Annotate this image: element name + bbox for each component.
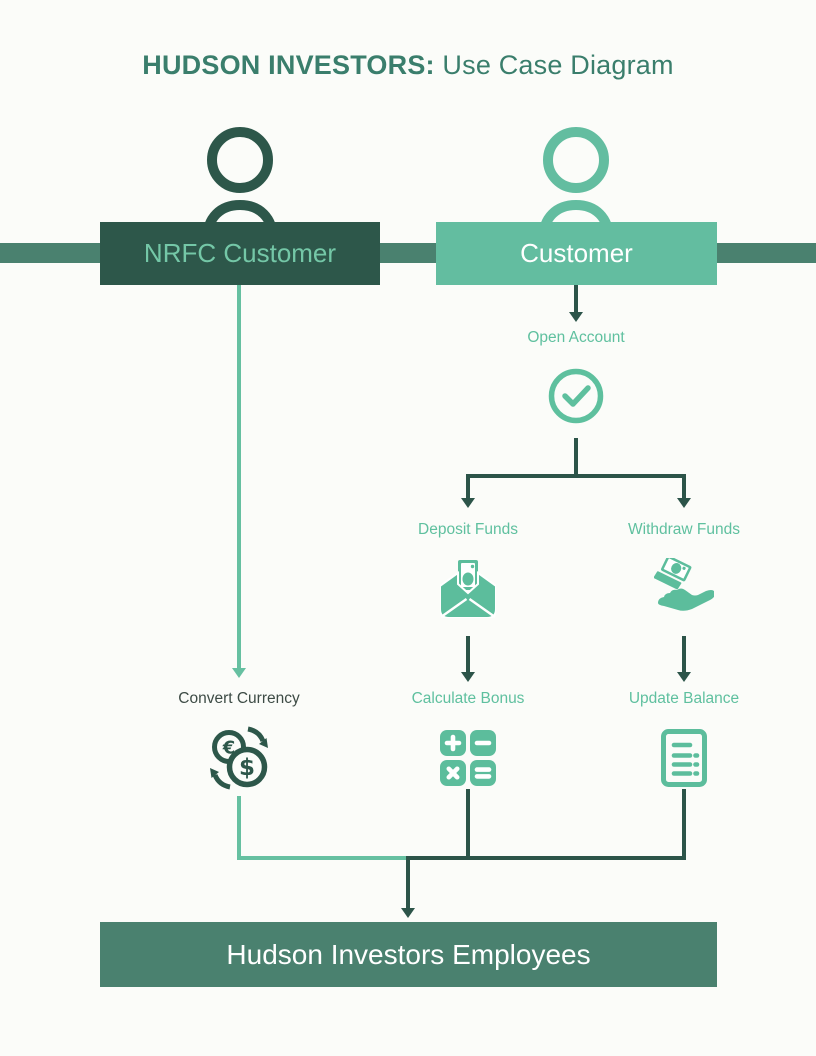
label-update-balance: Update Balance: [628, 690, 740, 707]
actor-employees: Hudson Investors Employees: [100, 922, 717, 987]
merge-bar-dark: [406, 856, 686, 860]
merge-bar-light: [237, 856, 409, 860]
connector-to-deposit: [466, 474, 470, 498]
actor-customer: Customer: [436, 222, 717, 285]
connector-nrfc-to-convert: [237, 285, 241, 668]
check-circle-icon: [548, 368, 604, 424]
arrowhead: [461, 498, 475, 508]
arrowhead: [232, 668, 246, 678]
connector-deposit-to-bonus: [466, 636, 470, 672]
currency-exchange-coins-icon: € $: [210, 726, 268, 790]
label-calculate-bonus: Calculate Bonus: [411, 690, 525, 707]
arrowhead: [677, 672, 691, 682]
svg-text:$: $: [239, 755, 255, 781]
connector-to-withdraw: [682, 474, 686, 498]
label-withdraw-funds: Withdraw Funds: [628, 521, 740, 538]
page-title-rest: Use Case Diagram: [434, 50, 674, 80]
label-deposit-funds: Deposit Funds: [418, 521, 518, 538]
label-open-account: Open Account: [527, 329, 625, 346]
label-convert-currency: Convert Currency: [178, 690, 300, 707]
connector-to-employees: [406, 856, 410, 908]
connector-branch-bar: [466, 474, 686, 478]
connector-customer-to-open-account: [574, 285, 578, 312]
arrowhead: [461, 672, 475, 682]
calculator-icon: [440, 730, 496, 786]
page-title-brand: HUDSON INVESTORS:: [142, 50, 435, 80]
hand-receiving-money-icon: [654, 558, 714, 611]
actor-nrfc-customer: NRFC Customer: [100, 222, 380, 285]
svg-text:€: €: [222, 738, 236, 759]
page-title: HUDSON INVESTORS: Use Case Diagram: [0, 50, 816, 81]
arrowhead: [677, 498, 691, 508]
connector-stem: [574, 438, 578, 477]
connector-convert-drop: [237, 796, 241, 858]
arrowhead: [569, 312, 583, 322]
connector-withdraw-to-balance: [682, 636, 686, 672]
connector-bonus-drop: [466, 789, 470, 858]
money-envelope-icon: [440, 560, 496, 618]
arrowhead: [401, 908, 415, 918]
receipt-icon: [661, 729, 707, 787]
connector-balance-drop: [682, 789, 686, 858]
